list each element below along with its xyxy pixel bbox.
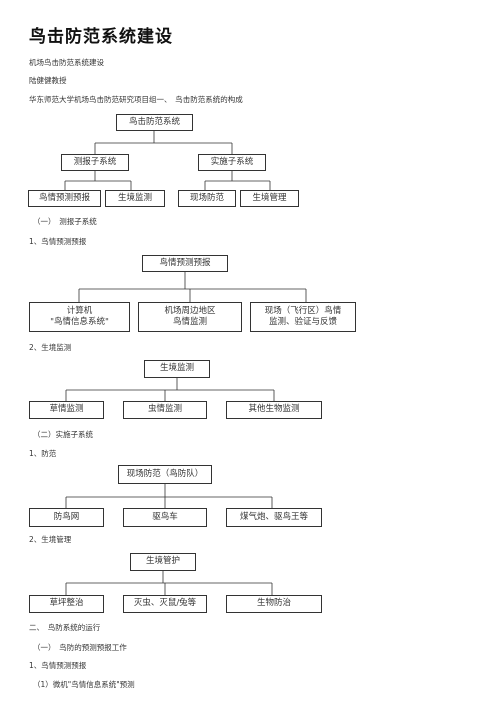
chart3-leaf-2: 虫情监测 [123,401,207,419]
part-2-heading: 二、 鸟防系统的运行 [29,623,101,632]
chart2-root: 鸟情预测预报 [142,255,228,272]
section-1-heading: （一） 测报子系统 [33,217,97,226]
chart4-leaf-2: 驱鸟车 [123,508,207,527]
doc-affiliation: 华东师范大学机场鸟击防范研究项目组一、 鸟击防范系统的构成 [29,95,243,104]
chart5-leaf-3: 生物防治 [226,595,322,613]
subsection-6-heading: （1）微机"鸟情信息系统"预测 [33,680,135,689]
chart5-root: 生境管护 [130,553,196,571]
chart5-leaf-2: 灭虫、灭鼠/兔等 [123,595,207,613]
section-3-heading: （一） 鸟防的预测预报工作 [33,643,127,652]
chart1-root: 鸟击防范系统 [116,114,193,131]
chart1-leaf-1: 鸟情预测预报 [28,190,101,207]
chart1-leaf-2: 生境监测 [105,190,165,207]
chart2-leaf-2: 机场周边地区鸟情监测 [138,302,242,332]
chart3-leaf-3: 其他生物监测 [226,401,322,419]
chart3-root: 生境监测 [144,360,210,378]
doc-line-1: 机场鸟击防范系统建设 [29,58,104,67]
subsection-4-heading: 2、生境管理 [29,535,72,544]
chart4-leaf-1: 防鸟网 [29,508,104,527]
page-title: 鸟击防范系统建设 [29,27,173,47]
doc-author: 陆健健教授 [29,76,67,85]
chart1-mid-left: 测报子系统 [61,154,129,171]
chart4-root: 现场防范（鸟防队） [118,465,212,484]
chart4-leaf-3: 煤气炮、驱鸟王等 [226,508,322,527]
chart1-leaf-4: 生境管理 [240,190,299,207]
subsection-2-heading: 2、生境监测 [29,343,72,352]
chart5-leaf-1: 草坪整治 [29,595,104,613]
subsection-5-heading: 1、鸟情预测预报 [29,661,87,670]
chart3-leaf-1: 草情监测 [29,401,104,419]
chart2-leaf-3: 现场（飞行区）鸟情监测、验证与反馈 [250,302,356,332]
subsection-1-heading: 1、鸟情预测预报 [29,237,87,246]
chart1-mid-right: 实施子系统 [198,154,266,171]
chart1-leaf-3: 现场防范 [178,190,236,207]
section-2-heading: （二）实施子系统 [33,430,93,439]
subsection-3-heading: 1、防范 [29,449,57,458]
chart2-leaf-1: 计算机"鸟情信息系统" [29,302,130,332]
